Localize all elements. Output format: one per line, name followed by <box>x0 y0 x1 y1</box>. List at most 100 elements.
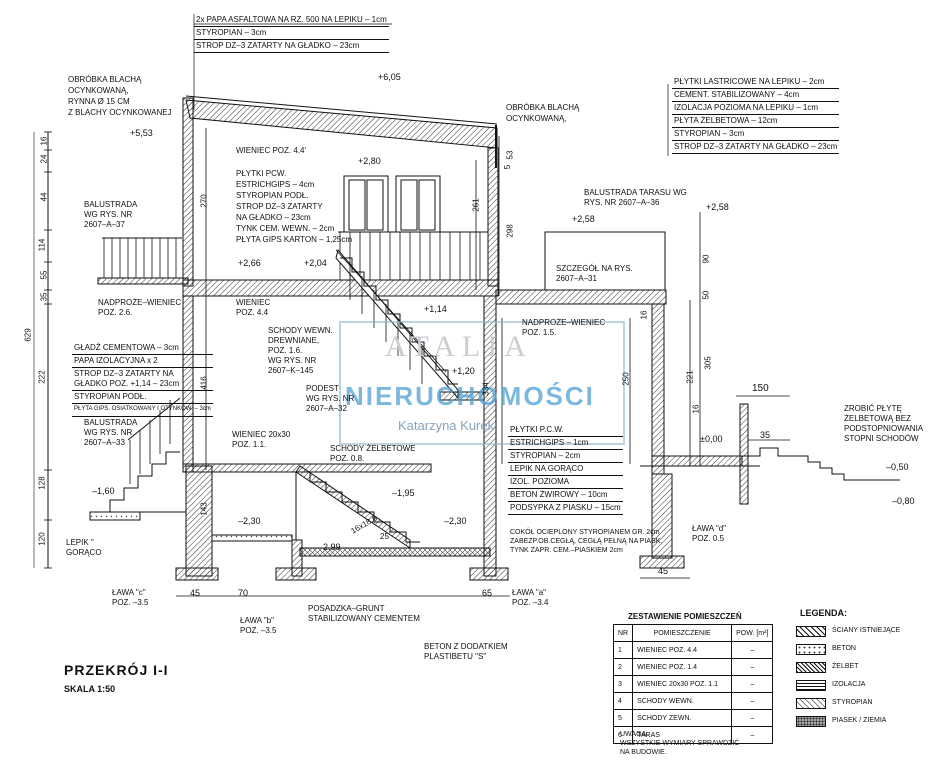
dimension-label: 16 <box>691 404 701 414</box>
note-wieniec-44b: WIENIEC POZ. 4.4 <box>236 298 270 318</box>
spec-line: STROP DZ–3 ZATARTY NA GŁADKO – 23cm <box>672 141 840 154</box>
note-line: Z BLACHY OCYNKOWANEJ <box>68 108 172 117</box>
note-line: 2607–A–32 <box>306 404 347 413</box>
note-line: 2607–A–33 <box>84 438 125 447</box>
rooms-table-heading: ZESTAWIENIE POMIESZCZEŃ <box>628 612 742 621</box>
note-line: BALUSTRADA TARASU WG <box>584 188 687 197</box>
table-cell: – <box>731 641 774 659</box>
level-marker: ±0,00 <box>700 434 723 444</box>
note-line: WG RYS. NR <box>84 210 133 219</box>
table-cell: SCHODY WEWN. <box>632 692 733 710</box>
table-header-row: NR POMIESZCZENIE POW. [m²] <box>612 624 774 642</box>
level-marker: –2,99 <box>318 542 341 552</box>
watermark-name: Katarzyna Kurek <box>398 418 495 433</box>
upper-floor-spec: PŁYTKI PCW. ESTRICHGIPS – 4cm STYROPIAN … <box>236 168 352 245</box>
remark-line: NA BUDOWIE. <box>620 749 667 756</box>
note-detail: SZCZEGÓŁ NA RYS. 2607–A–31 <box>556 264 633 284</box>
column-header: POMIESZCZENIE <box>632 624 733 642</box>
floor-spec: PŁYTKI P.C.W. ESTRICHGIPS – 1cm STYROPIA… <box>508 424 623 515</box>
table-row: 6 TARAS – <box>612 726 774 744</box>
legend-swatch-concrete <box>796 644 826 655</box>
spec-line: GŁADŹ CEMENTOWA – 3cm <box>72 342 213 355</box>
spec-line: PŁYTKI PCW. <box>236 169 287 178</box>
table-cell: WIENIEC POZ. 1.4 <box>632 658 733 676</box>
note-line: NADPROŻE–WIENIEC <box>522 318 606 327</box>
note-line: 2607–K–145 <box>268 366 314 375</box>
table-cell: 3 <box>612 675 634 693</box>
dimension-label: 35 <box>760 430 771 440</box>
spec-line: GŁADKO POZ. +1,14 – 23cm <box>72 378 213 391</box>
dimension-label: 128 <box>37 476 47 490</box>
note-line: ŻELBETOWĄ BEZ <box>844 414 911 423</box>
spec-line: PAPA IZOLACYJNA x 2 <box>72 355 213 368</box>
spec-line: STYROPIAN – 3cm <box>194 27 389 40</box>
dimension-label: 416 <box>199 376 209 390</box>
dimension-label: 90 <box>701 254 711 264</box>
spec-line: STROP DZ–3 ZATARTY NA GŁADKO – 23cm <box>194 40 389 53</box>
table-cell: 4 <box>612 692 634 710</box>
legend-item: ŻELBET <box>832 663 859 670</box>
dimension-label: 261 <box>471 198 481 212</box>
level-marker: +5,53 <box>130 128 153 138</box>
note-line: ŁAWA "c" <box>112 588 146 597</box>
spec-line: PODSYPKA Z PIASKU – 15cm <box>508 502 623 515</box>
note-line: POZ. –3.4 <box>512 598 549 607</box>
note-lepik: LEPIK " GORĄCO <box>66 538 102 558</box>
spec-line: PŁYTKI LASTRICOWE NA LEPIKU – 2cm <box>672 76 840 89</box>
note-line: OCYNKOWANĄ, <box>68 86 129 95</box>
table-row: 3 WIENIEC 20x30 POZ. 1.1 – <box>612 675 774 693</box>
note-line: WG RYS. NR <box>306 394 355 403</box>
spec-line: BETON ŻWIROWY – 10cm <box>508 489 623 502</box>
dimension-label: 35 <box>39 292 49 302</box>
level-marker: –0,50 <box>886 462 909 472</box>
note-nadproze-right: NADPROŻE–WIENIEC POZ. 1.5. <box>522 318 605 338</box>
level-marker: +6,05 <box>378 72 401 82</box>
note-line: WIENIEC <box>236 298 271 307</box>
note-line: 2607–A–31 <box>556 274 597 283</box>
spec-line: PŁYTA GIPS. OSIATKOWANY I OTYNKOW. – 3cm <box>72 404 213 417</box>
watermark-company: NIERUCHOMOŚCI <box>345 381 595 411</box>
table-cell: – <box>731 692 774 710</box>
note-line: PLASTIBETU "S" <box>424 652 487 661</box>
note-beton: BETON Z DODATKIEM PLASTIBETU "S" <box>424 642 508 662</box>
dimension-label: 305 <box>703 356 713 370</box>
table-cell: – <box>731 726 774 744</box>
dimension-label: 50 <box>701 290 711 300</box>
note-stairs-internal: SCHODY WEWN. DREWNIANE, POZ. 1.6. WG RYS… <box>268 326 333 376</box>
note-line: BALUSTRADA <box>84 418 138 427</box>
note-line: STABILIZOWANY CEMENTEM <box>308 614 420 623</box>
note-line: TYNK ZAPR. CEM.–PIASKIEM 2cm <box>510 547 623 554</box>
legend-item: STYROPIAN <box>832 699 873 706</box>
dimension-label: 120 <box>37 532 47 546</box>
table-cell: 5 <box>612 709 634 727</box>
note-line: POZ. 1.5. <box>522 328 557 337</box>
note-line: WG RYS. NR <box>84 428 133 437</box>
legend-swatch-walls <box>796 626 826 637</box>
note-line: POZ. 2.6. <box>98 308 133 317</box>
dimension-label: 270 <box>199 194 209 208</box>
note-footing-a: ŁAWA "a" POZ. –3.4 <box>512 588 548 608</box>
note-line: POSADZKA–GRUNT <box>308 604 385 613</box>
dimension-label: 70 <box>238 588 249 598</box>
note-line: NADPROŻE–WIENIEC <box>98 298 182 307</box>
table-cell: – <box>731 709 774 727</box>
note-line: ŁAWA "a" <box>512 588 546 597</box>
table-cell: WIENIEC POZ. 4.4 <box>632 641 733 659</box>
dimension-label: 298 <box>505 224 515 238</box>
level-marker: –1,95 <box>392 488 415 498</box>
table-cell: 1 <box>612 641 634 659</box>
table-cell: – <box>731 675 774 693</box>
note-line: SCHODY ŻELBETOWE <box>330 444 416 453</box>
dimension-label: 150 <box>752 383 769 394</box>
note-line: WIENIEC 20x30 <box>232 430 291 439</box>
table-cell: WIENIEC 20x30 POZ. 1.1 <box>632 675 733 693</box>
note-landing: PODEST WG RYS. NR 2607–A–32 <box>306 384 354 414</box>
terrace-spec: PŁYTKI LASTRICOWE NA LEPIKU – 2cm CEMENT… <box>672 76 840 154</box>
legend-item: ŚCIANY ISTNIEJĄCE <box>832 627 901 634</box>
spec-line: PŁYTA GIPS KARTON – 1,25cm <box>236 235 353 244</box>
note-line: OCYNKOWANĄ, <box>506 114 567 123</box>
dimension-label: 53 <box>505 150 515 160</box>
note-footing-b: ŁAWA "b" POZ. –3.5 <box>240 616 276 636</box>
dimension-label: 45 <box>190 588 201 598</box>
